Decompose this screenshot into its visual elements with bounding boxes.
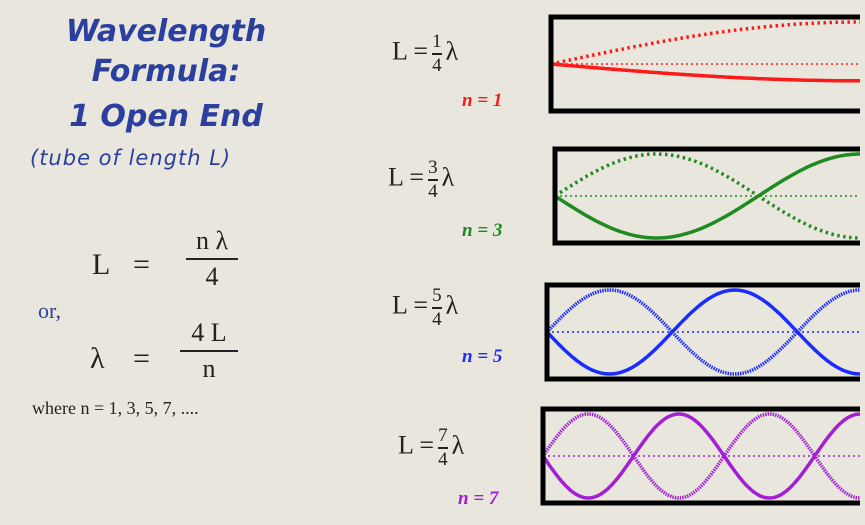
wave-dotted (541, 412, 860, 500)
fraction-bar (186, 258, 238, 260)
formula1-denominator: 4 (205, 262, 219, 291)
formula2-denominator: n (202, 354, 216, 383)
fraction-bar (438, 447, 448, 449)
harmonic-lhs: L = (388, 162, 425, 192)
title-line-2: Formula: (91, 54, 241, 89)
formula1-numerator: n λ (195, 226, 229, 255)
harmonic-denominator: 4 (432, 308, 442, 330)
fraction-bar (180, 350, 238, 352)
wave-dotted (554, 152, 860, 240)
harmonic-lambda: λ (451, 430, 465, 460)
formula2-numerator: 4 L (191, 318, 227, 347)
harmonic-n-label-5: n = 5 (462, 346, 503, 367)
wave-solid (545, 288, 860, 376)
wave-solid (554, 152, 860, 240)
formula2-lhs: λ (90, 342, 105, 375)
harmonic-numerator: 3 (428, 157, 438, 178)
tube-diagram-n5 (544, 282, 860, 382)
or-text: or, (38, 298, 61, 323)
harmonic-denominator: 4 (432, 54, 442, 76)
tube-outline (544, 282, 860, 382)
title-line-3: 1 Open End (69, 99, 263, 134)
formula1-fraction: n λ 4 (186, 226, 238, 292)
harmonic-numerator: 7 (438, 425, 448, 446)
formula2-fraction: 4 L n (180, 318, 238, 384)
where-text: where n = 1, 3, 5, 7, .... (32, 398, 199, 418)
wave-solid (550, 62, 860, 83)
harmonic-numerator: 1 (432, 31, 442, 52)
harmonic-lhs: L = (398, 430, 435, 460)
tube-outline (548, 14, 860, 114)
title-line-1: Wavelength (65, 14, 267, 49)
harmonic-n-label-1: n = 1 (462, 90, 503, 111)
harmonic-lhs: L = (392, 290, 429, 320)
fraction-bar (432, 307, 442, 309)
tube-outline (552, 146, 860, 246)
wave-dotted (545, 288, 860, 376)
tube-outline (540, 406, 860, 506)
harmonic-lhs: L = (392, 36, 429, 66)
formula1-equals: = (133, 248, 150, 281)
harmonic-n-label-7: n = 7 (458, 488, 499, 509)
wave-solid (541, 412, 860, 500)
fraction-bar (432, 53, 442, 55)
formula2-equals: = (133, 342, 150, 375)
wave-dotted (550, 20, 860, 66)
fraction-bar (428, 179, 438, 181)
subtitle: (tube of length L) (30, 146, 232, 170)
harmonic-lambda: λ (445, 290, 459, 320)
harmonic-lambda: λ (441, 162, 455, 192)
harmonic-denominator: 4 (438, 448, 448, 470)
harmonic-denominator: 4 (428, 180, 438, 202)
tube-diagram-n1 (548, 14, 860, 114)
harmonic-n-label-3: n = 3 (462, 220, 503, 241)
harmonic-lambda: λ (445, 36, 459, 66)
formula1-lhs: L (92, 248, 111, 281)
harmonic-numerator: 5 (432, 285, 442, 306)
tube-diagram-n3 (552, 146, 860, 246)
tube-diagram-n7 (540, 406, 860, 506)
